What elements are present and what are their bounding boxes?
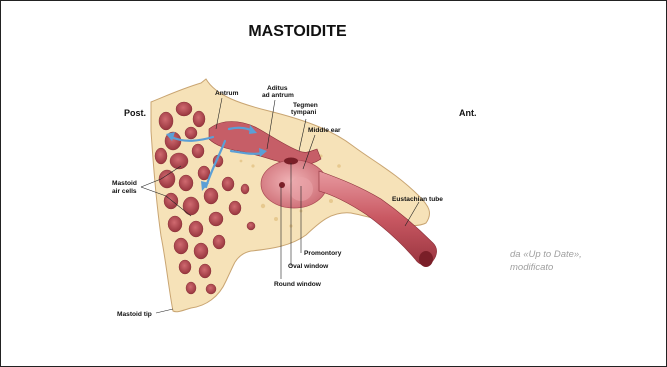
label-eustachian-tube: Eustachian tube bbox=[392, 196, 443, 203]
label-antrum: Antrum bbox=[215, 90, 239, 97]
source-line-2: modificato bbox=[510, 261, 582, 274]
label-oval-window: Oval window bbox=[288, 263, 329, 270]
label-middle-ear: Middle ear bbox=[308, 127, 341, 134]
label-tegmen-line1: Tegmen bbox=[293, 102, 318, 109]
source-citation: da «Up to Date», modificato bbox=[510, 248, 582, 274]
label-aditus-line2: ad antrum bbox=[262, 92, 294, 99]
label-post: Post. bbox=[124, 108, 146, 118]
label-ant: Ant. bbox=[459, 108, 477, 118]
label-promontory: Promontory bbox=[304, 250, 342, 257]
label-mastoid-line1: Mastoid bbox=[112, 180, 137, 187]
label-aditus-line1: Aditus bbox=[267, 85, 288, 92]
eustachian-tube-opening bbox=[419, 251, 433, 267]
label-mastoid-line2: air cells bbox=[112, 188, 137, 195]
label-round-window: Round window bbox=[274, 281, 322, 288]
source-line-1: da «Up to Date», bbox=[510, 248, 582, 261]
label-tegmen-line2: tympani bbox=[291, 109, 316, 116]
label-mastoid-tip: Mastoid tip bbox=[117, 311, 152, 318]
round-window-opening bbox=[279, 182, 285, 188]
